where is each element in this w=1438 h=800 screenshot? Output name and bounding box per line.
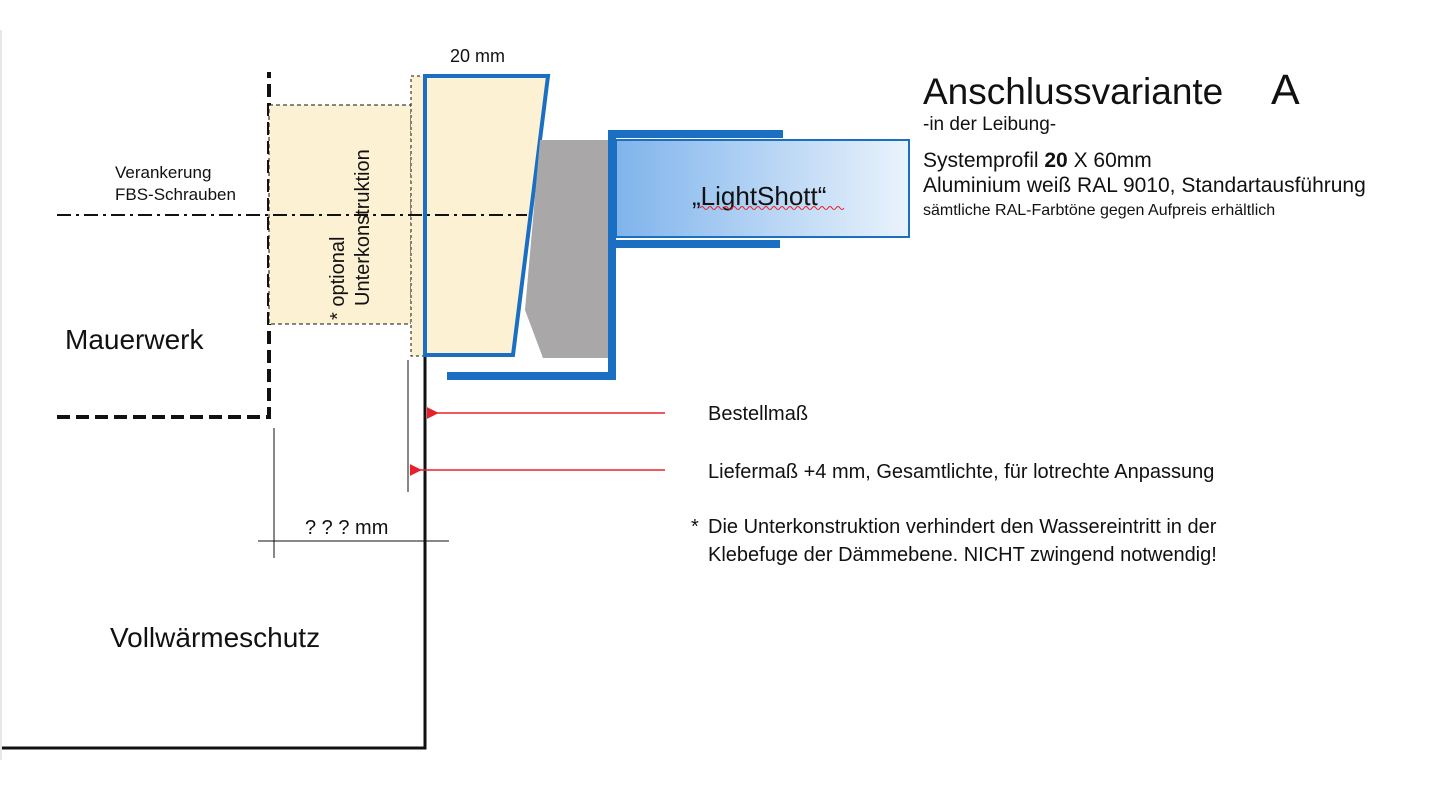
title-variant: A [1271,66,1300,114]
lightshott-element [615,139,910,238]
wedge-profile [423,74,551,357]
optional-label-line2: Unterkonstruktion [352,149,374,306]
legend-delivery-size: Liefermaß +4 mm, Gesamtlichte, für lotre… [708,461,1214,483]
masonry-label: Mauerwerk [65,324,204,355]
masonry-wall-outline [57,72,271,419]
product-name: „LightShott“ [692,181,826,211]
unknown-dimension-label: ? ? ? mm [305,517,388,539]
anchoring-label-line1: Verankerung [115,163,211,182]
spellcheck-underline [699,206,845,210]
insulation-label: Vollwärmeschutz [110,622,320,653]
spec-colors-note: sämtliche RAL-Farbtöne gegen Aufpreis er… [923,202,1275,219]
title-main: Anschlussvariante [923,71,1223,112]
top-dimension-label: 20 mm [450,46,505,66]
title-subtitle: -in der Leibung- [923,114,1056,135]
legend-note-line1: Die Unterkonstruktion verhindert den Was… [708,516,1217,538]
optional-label-line1: * optional [327,237,349,320]
gasket [525,140,610,358]
z-profile [447,130,783,380]
legend-order-size: Bestellmaß [708,403,808,425]
anchoring-label-line2: FBS-Schrauben [115,185,236,204]
spec-material: Aluminium weiß RAL 9010, Standartausführ… [923,174,1366,197]
legend-note-line2: Klebefuge der Dämmebene. NICHT zwingend … [708,544,1217,566]
legend-note-star: * [691,516,699,538]
spec-profile: Systemprofil 20 X 60mm [923,149,1152,172]
